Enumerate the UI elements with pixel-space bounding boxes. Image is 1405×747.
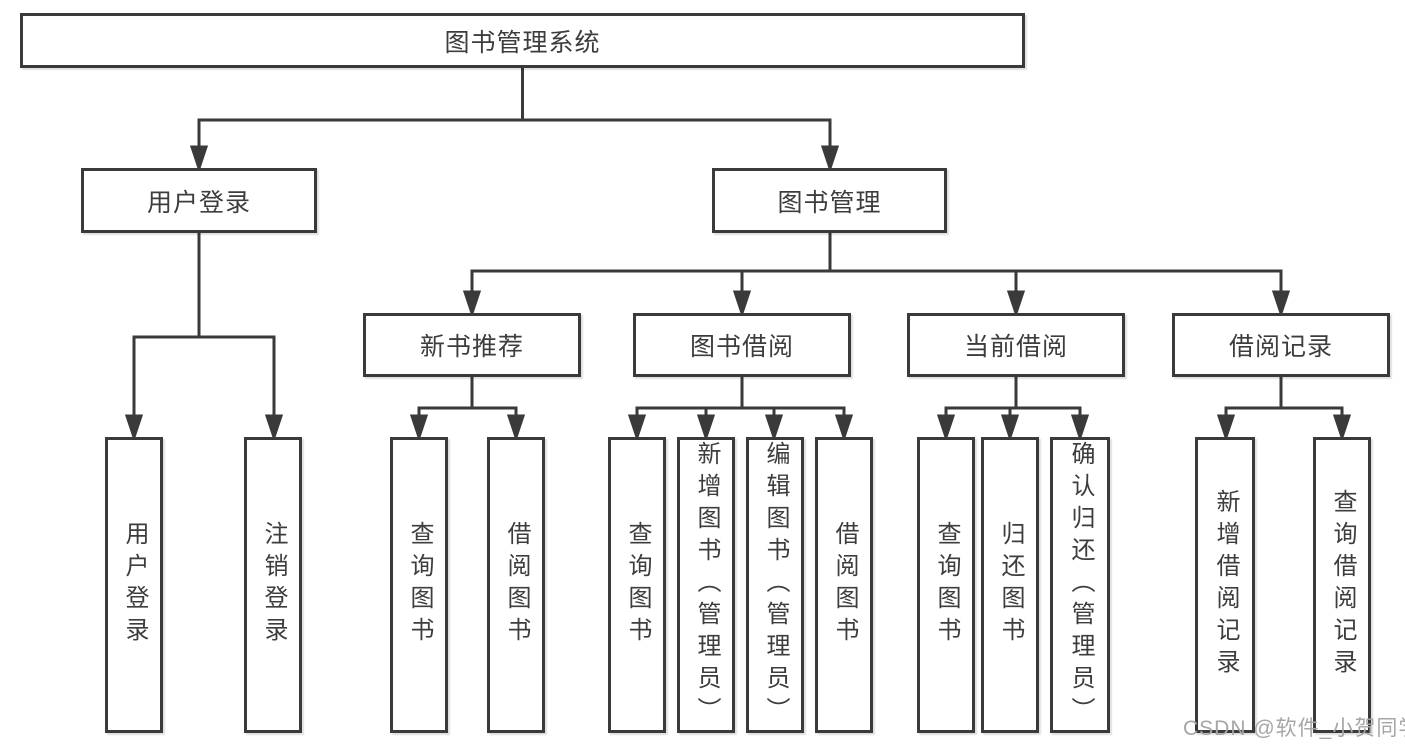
node-root-system: 图书管理系统 [20, 13, 1025, 68]
node-borrow-records: 借阅记录 [1172, 313, 1390, 377]
leaf-borrow-books-recommend: 借阅图书 [487, 437, 545, 733]
node-borrow-records-label: 借阅记录 [1228, 333, 1333, 361]
leaf-logout: 注销登录 [244, 437, 302, 733]
leaf-return-book: 归还图书 [981, 437, 1039, 733]
connector-user-login-branch [124, 231, 284, 442]
connector-borrow-records-branch [1216, 375, 1352, 442]
leaf-query-borrow-record: 查询借阅记录 [1313, 437, 1371, 733]
node-book-management-label: 图书管理 [777, 188, 882, 217]
connector-current-borrow-branch [936, 375, 1090, 442]
node-user-login-label: 用户登录 [146, 188, 251, 217]
leaf-add-book-admin: 新增图书（管理员） [677, 437, 735, 733]
leaf-return-book-label: 归还图书 [997, 521, 1024, 649]
leaf-user-login-label: 用户登录 [121, 521, 148, 649]
leaf-add-borrow-record: 新增借阅记录 [1195, 437, 1255, 733]
connector-book-borrow-branch [627, 375, 854, 442]
leaf-logout-label: 注销登录 [260, 521, 287, 649]
leaf-add-book-admin-label: 新增图书（管理员） [693, 441, 720, 729]
csdn-watermark: CSDN @软件_小贺同学 [1183, 717, 1405, 740]
node-root-label: 图书管理系统 [444, 28, 601, 57]
node-book-borrow: 图书借阅 [633, 313, 851, 377]
leaf-edit-book-admin-label: 编辑图书（管理员） [762, 441, 789, 729]
leaf-add-borrow-record-label: 新增借阅记录 [1212, 489, 1239, 681]
leaf-borrow-books-borrow-label: 借阅图书 [831, 521, 858, 649]
connector-root-to-level2 [189, 66, 840, 173]
leaf-query-books-recommend: 查询图书 [390, 437, 448, 733]
node-book-management: 图书管理 [712, 168, 947, 233]
node-book-borrow-label: 图书借阅 [689, 333, 794, 361]
node-user-login: 用户登录 [81, 168, 317, 233]
leaf-query-books-borrow: 查询图书 [608, 437, 666, 733]
leaf-query-books-current: 查询图书 [917, 437, 975, 733]
leaf-query-books-current-label: 查询图书 [933, 521, 960, 649]
node-current-borrow-label: 当前借阅 [963, 333, 1068, 361]
connector-new-book-branch [409, 375, 526, 442]
node-current-borrow: 当前借阅 [907, 313, 1125, 377]
leaf-confirm-return-admin: 确认归还（管理员） [1050, 437, 1110, 733]
connector-book-management-to-level3 [462, 231, 1291, 318]
leaf-borrow-books-recommend-label: 借阅图书 [503, 521, 530, 649]
node-new-book-recommend-label: 新书推荐 [419, 333, 524, 361]
leaf-query-books-recommend-label: 查询图书 [406, 521, 433, 649]
leaf-user-login: 用户登录 [105, 437, 163, 733]
node-new-book-recommend: 新书推荐 [363, 313, 581, 377]
leaf-confirm-return-admin-label: 确认归还（管理员） [1067, 441, 1094, 729]
leaf-edit-book-admin: 编辑图书（管理员） [746, 437, 804, 733]
leaf-query-books-borrow-label: 查询图书 [624, 521, 651, 649]
leaf-query-borrow-record-label: 查询借阅记录 [1329, 489, 1356, 681]
leaf-borrow-books-borrow: 借阅图书 [815, 437, 873, 733]
